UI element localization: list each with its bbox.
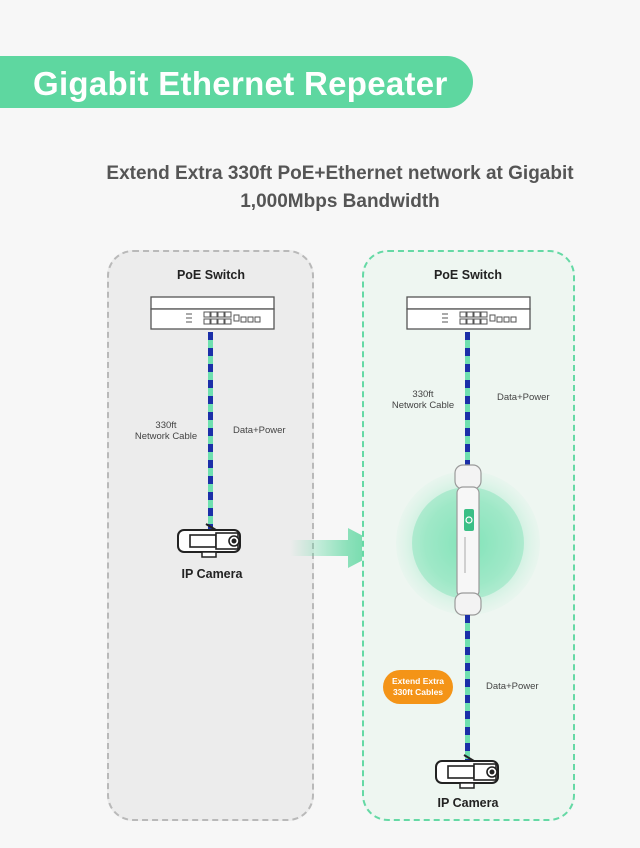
- right-data-power-label-top: Data+Power: [497, 392, 550, 403]
- badge-line1: Extend Extra: [392, 676, 444, 686]
- left-cable-label-line1: 330ft: [155, 420, 177, 431]
- left-cable-length-label: 330ft Network Cable: [130, 420, 202, 442]
- poe-switch-icon: [150, 296, 275, 330]
- extend-extra-badge: Extend Extra 330ft Cables: [383, 670, 453, 704]
- right-cable-label-line1: 330ft: [412, 389, 434, 400]
- left-switch-label: PoE Switch: [176, 268, 246, 282]
- right-cable-length-label: 330ft Network Cable: [389, 389, 457, 411]
- left-network-cable: [208, 332, 213, 532]
- left-cable-label-line2: Network Cable: [134, 431, 198, 442]
- repeater-icon: [396, 464, 540, 616]
- page-title: Gigabit Ethernet Repeater: [33, 65, 448, 102]
- badge-line2: 330ft Cables: [392, 687, 444, 697]
- right-cable-label-line2: Network Cable: [391, 400, 455, 411]
- title-banner: Gigabit Ethernet Repeater: [0, 56, 473, 108]
- right-network-cable-upper: [465, 332, 470, 468]
- poe-switch-icon: [406, 296, 531, 330]
- right-switch-label: PoE Switch: [433, 268, 503, 282]
- ip-camera-icon: [177, 523, 241, 558]
- subtitle-line-1: Extend Extra 330ft PoE+Ethernet network …: [106, 163, 574, 184]
- subtitle-line-2: 1,000Mbps Bandwidth: [240, 191, 440, 212]
- right-network-cable-lower: [465, 615, 470, 765]
- ip-camera-icon: [435, 754, 499, 789]
- right-camera-label: IP Camera: [437, 796, 499, 810]
- left-data-power-label: Data+Power: [233, 425, 286, 436]
- left-camera-label: IP Camera: [181, 567, 243, 581]
- right-data-power-label-bottom: Data+Power: [486, 681, 539, 692]
